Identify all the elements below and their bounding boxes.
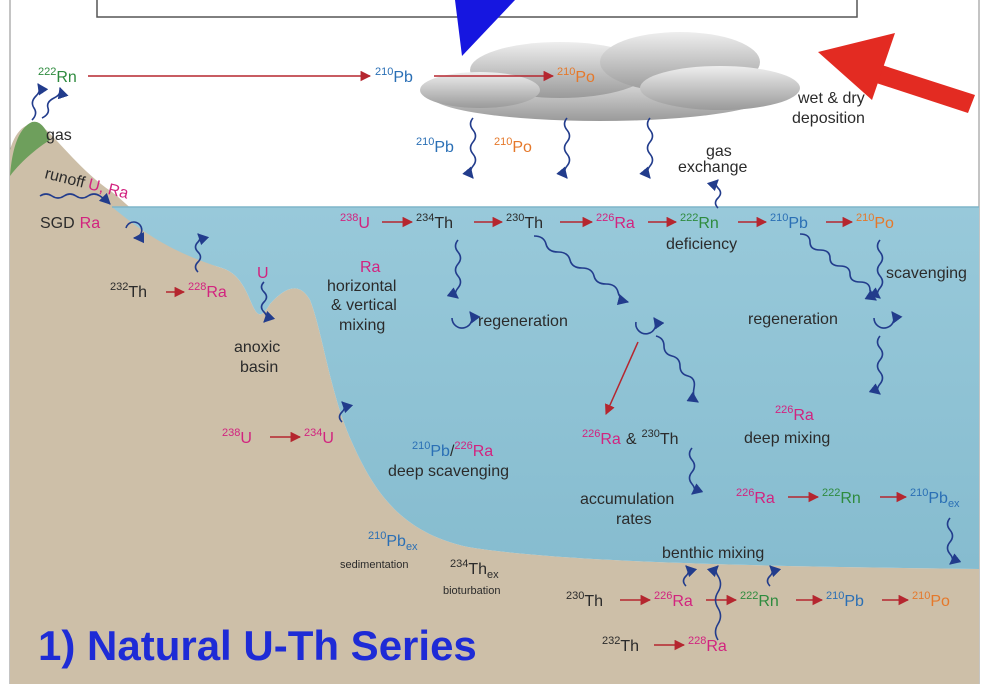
regen-loop-right bbox=[873, 311, 903, 329]
wavy-runoff bbox=[39, 192, 111, 205]
wavy-benthic-up-3 bbox=[706, 565, 722, 641]
regen-loop-left bbox=[451, 311, 481, 329]
deep-rn222-chain: 222Rn bbox=[822, 487, 861, 507]
wavy-cloud-deposition bbox=[639, 117, 654, 179]
coast-ra228: 228Ra bbox=[188, 281, 227, 301]
coast-th232: 232Th bbox=[110, 281, 147, 301]
surf-ra226: 226Ra bbox=[596, 212, 635, 232]
dep-pb210: 210Pb bbox=[416, 136, 454, 156]
deep-pb-ra-ratio: 210Pb/226Ra bbox=[412, 440, 493, 460]
wavy-po-deposition bbox=[556, 117, 571, 179]
wavy-pb210-diagonal bbox=[799, 233, 877, 301]
wavy-th230-diagonal bbox=[533, 235, 630, 305]
surf-u238: 238U bbox=[340, 212, 370, 232]
atm-pb210: 210Pb bbox=[375, 66, 413, 86]
sedimentation-label: sedimentation bbox=[340, 559, 409, 571]
sed-rn222: 222Rn bbox=[740, 590, 779, 610]
wavy-accumulation-down bbox=[688, 447, 704, 495]
atm-po210: 210Po bbox=[557, 66, 595, 86]
seafloor bbox=[10, 124, 979, 684]
arrow-regen-to-ra-th bbox=[605, 341, 639, 415]
deep-mixing-label: deep mixing bbox=[744, 430, 830, 447]
sed-th234ex: 234Thex bbox=[450, 558, 499, 581]
wavy-benthic-up-1 bbox=[682, 565, 698, 587]
deep-ra226: 226Ra bbox=[775, 404, 814, 424]
wavy-u234-up bbox=[338, 401, 354, 423]
mixing-2: & vertical bbox=[331, 297, 397, 314]
accumulation-1: accumulation bbox=[580, 491, 674, 508]
diagram-title: 1) Natural U-Th Series bbox=[38, 622, 477, 669]
wavy-th234-down bbox=[446, 239, 462, 299]
regen-loop-mid bbox=[635, 317, 665, 335]
wavy-pb210ex-down bbox=[946, 517, 962, 565]
scavenging-label: scavenging bbox=[886, 265, 967, 282]
regeneration-left: regeneration bbox=[478, 313, 568, 330]
benthic-mixing-label: benthic mixing bbox=[662, 545, 764, 562]
ocean-water bbox=[112, 207, 979, 569]
slope-u238: 238U bbox=[222, 427, 252, 447]
wavy-ra228-up bbox=[194, 233, 210, 273]
anoxic-basin-2: basin bbox=[240, 359, 278, 376]
sgd-loop bbox=[125, 221, 145, 244]
sed-th232: 232Th bbox=[602, 635, 639, 655]
wet-dry-1: wet & dry bbox=[797, 90, 865, 107]
gas-exchange-2: exchange bbox=[678, 159, 747, 176]
cloud bbox=[420, 32, 800, 121]
sed-pb210ex: 210Pbex bbox=[368, 530, 418, 553]
sed-ra228: 228Ra bbox=[688, 635, 727, 655]
atm-rn222: 222Rn bbox=[38, 66, 77, 86]
anoxic-basin-1: anoxic bbox=[234, 339, 280, 356]
wavy-pb-deposition bbox=[462, 117, 477, 179]
wavy-gas-up-2 bbox=[41, 86, 69, 119]
regeneration-right: regeneration bbox=[748, 311, 838, 328]
dep-po210: 210Po bbox=[494, 136, 532, 156]
mixing-3: mixing bbox=[339, 317, 385, 334]
deep-pb210ex: 210Pbex bbox=[910, 487, 960, 510]
wavy-mid-down bbox=[655, 335, 699, 403]
wavy-gas-up-1 bbox=[31, 83, 49, 121]
gas-label: gas bbox=[46, 127, 72, 144]
mixing-ra: Ra bbox=[360, 259, 381, 276]
surf-rn222: 222Rn bbox=[680, 212, 719, 232]
red-pointer-arrow bbox=[818, 33, 975, 113]
deep-scavenging-label: deep scavenging bbox=[388, 463, 509, 480]
wavy-benthic-up-2 bbox=[766, 565, 782, 587]
wet-dry-2: deposition bbox=[792, 110, 865, 127]
wavy-po210-scavenging bbox=[868, 239, 884, 299]
surf-th234: 234Th bbox=[416, 212, 453, 232]
bioturbation-label: bioturbation bbox=[443, 585, 501, 597]
slope-u234: 234U bbox=[304, 427, 334, 447]
surf-po210: 210Po bbox=[856, 212, 894, 232]
deficiency-label: deficiency bbox=[666, 236, 737, 253]
blue-pointer-arrow bbox=[455, 0, 515, 56]
surf-pb210: 210Pb bbox=[770, 212, 808, 232]
sed-pb210: 210Pb bbox=[826, 590, 864, 610]
ra-and-th: 226Ra&230Th bbox=[582, 428, 679, 448]
anoxic-u: U bbox=[257, 265, 269, 282]
mixing-1: horizontal bbox=[327, 278, 396, 295]
sed-po210: 210Po bbox=[912, 590, 950, 610]
wavy-u-anoxic bbox=[260, 281, 276, 323]
deep-ra226-chain: 226Ra bbox=[736, 487, 775, 507]
wavy-right-down bbox=[868, 335, 884, 395]
accumulation-2: rates bbox=[616, 511, 652, 528]
sed-ra226: 226Ra bbox=[654, 590, 693, 610]
surf-th230: 230Th bbox=[506, 212, 543, 232]
wavy-gas-exchange bbox=[706, 179, 722, 209]
gas-exchange-1: gas bbox=[706, 143, 732, 160]
sed-th230: 230Th bbox=[566, 590, 603, 610]
coastal-hill bbox=[10, 121, 50, 176]
